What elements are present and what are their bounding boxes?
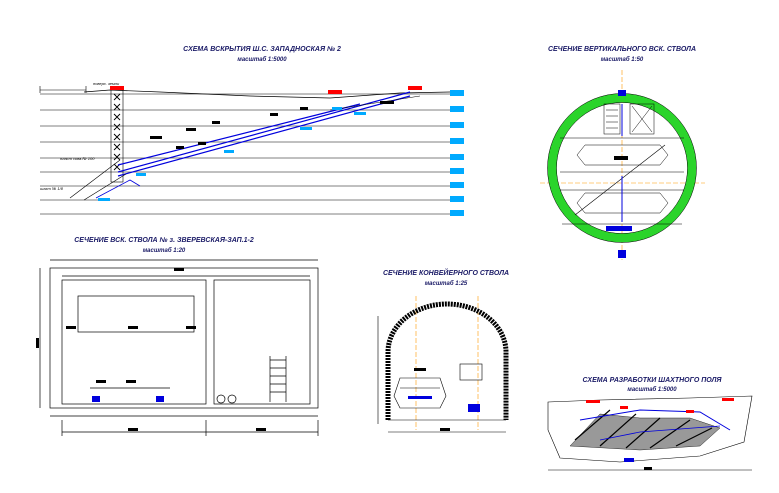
inclined-shafts bbox=[69, 91, 421, 201]
outer-frame bbox=[49, 267, 319, 409]
top-mark-1: +200 bbox=[111, 85, 121, 90]
level-label-7: -100 bbox=[452, 183, 461, 188]
level-label-2: +150 bbox=[452, 107, 462, 112]
vertical-shaft-scale: масштаб 1:50 bbox=[601, 56, 644, 63]
level-label-8: -150 bbox=[452, 197, 461, 202]
level-label-6: -50 bbox=[452, 169, 459, 174]
level-lines bbox=[40, 93, 450, 215]
main-section-title: СХЕМА ВСКРЫТИЯ Ш.С. ЗАПАДНОСКАЯ № 2 bbox=[183, 46, 341, 53]
level-label-5: 0 bbox=[452, 155, 455, 160]
main-section-scale: масштаб 1:5000 bbox=[237, 56, 287, 63]
shaft-internals bbox=[560, 103, 684, 225]
right-level-labels: +200 +150 +100 +50 0 -50 -100 -150 -200 bbox=[450, 90, 464, 216]
mining-plan: СХЕМА РАЗРАБОТКИ ШАХТНОГО ПОЛЯ масштаб 1… bbox=[547, 377, 753, 471]
surface-label: поверх. земли bbox=[93, 81, 120, 86]
mining-plan-scale: масштаб 1:5000 bbox=[627, 386, 677, 393]
shaft-markers bbox=[150, 101, 394, 149]
axis-marker bbox=[39, 86, 87, 93]
field-boundary bbox=[547, 395, 753, 463]
conveyor-shaft-section: СЕЧЕНИЕ КОНВЕЙЕРНОГО СТВОЛА масштаб 1:25 bbox=[377, 268, 509, 433]
mining-plan-title: СХЕМА РАЗРАБОТКИ ШАХТНОГО ПОЛЯ bbox=[582, 377, 722, 384]
top-mark-3: +200 bbox=[409, 85, 419, 90]
shaft-lining-ring bbox=[547, 93, 697, 243]
arch-lining bbox=[385, 301, 509, 420]
level-label-4: +50 bbox=[452, 139, 460, 144]
conveyor-shaft-scale: масштаб 1:25 bbox=[425, 280, 468, 287]
inclined-shaft-title: СЕЧЕНИЕ ВСК. СТВОЛА № з. ЗВЕРЕВСКАЯ-ЗАП.… bbox=[74, 237, 254, 244]
left-label-2: шахт № 1/8 bbox=[40, 186, 64, 191]
level-label-9: -200 bbox=[452, 211, 461, 216]
top-mark-2: +200 bbox=[329, 89, 339, 94]
level-label-3: +100 bbox=[452, 123, 462, 128]
inclined-shaft-section: СЕЧЕНИЕ ВСК. СТВОЛА № з. ЗВЕРЕВСКАЯ-ЗАП.… bbox=[36, 237, 319, 436]
cyan-marks bbox=[98, 107, 366, 201]
vertical-shaft-section: СЕЧЕНИЕ ВЕРТИКАЛЬНОГО ВСК. СТВОЛА масшта… bbox=[540, 46, 705, 260]
level-label-1: +200 bbox=[452, 91, 462, 96]
red-marks bbox=[110, 86, 422, 94]
main-section-view: СХЕМА ВСКРЫТИЯ Ш.С. ЗАПАДНОСКАЯ № 2 масш… bbox=[39, 46, 464, 216]
vertical-shaft-title: СЕЧЕНИЕ ВЕРТИКАЛЬНОГО ВСК. СТВОЛА bbox=[548, 46, 696, 53]
left-label-1: пласт сква.№ 100 bbox=[60, 156, 95, 161]
conveyor-shaft-title: СЕЧЕНИЕ КОНВЕЙЕРНОГО СТВОЛА bbox=[383, 268, 509, 277]
vertical-shaft-column bbox=[110, 89, 124, 183]
inclined-shaft-scale: масштаб 1:20 bbox=[143, 247, 186, 254]
